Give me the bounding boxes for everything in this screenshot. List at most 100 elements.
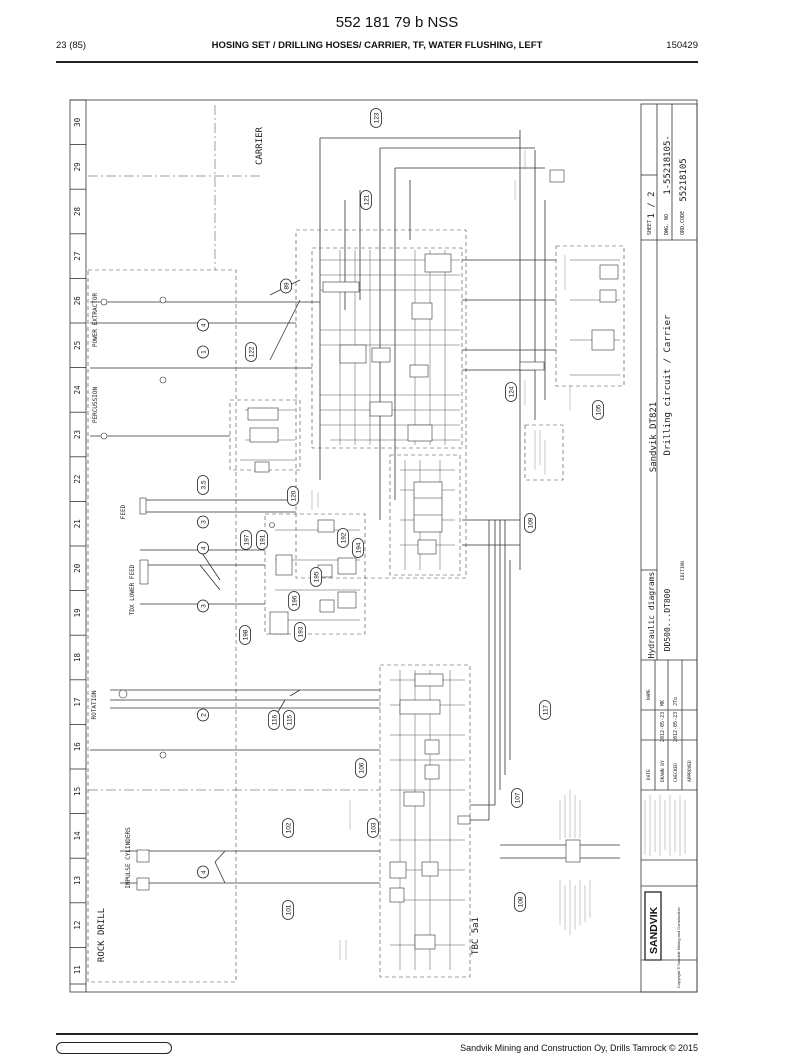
header-rule xyxy=(56,61,698,63)
hose-tag: 106 xyxy=(355,758,367,778)
column-number: 13 xyxy=(73,876,82,885)
column-number: 24 xyxy=(73,385,82,395)
hose-tag: 2 xyxy=(197,708,209,722)
sheet-value: 1 / 2 xyxy=(647,191,657,218)
column-number: 18 xyxy=(73,653,82,663)
column-number: 20 xyxy=(73,563,82,573)
hose-tag: 103 xyxy=(367,818,379,838)
hose-tag-label: 117 xyxy=(542,704,549,715)
checked-date: 2012-05-23 xyxy=(673,712,679,742)
hose-tag: 105 xyxy=(592,400,604,420)
diagram-category: Hydraulic diagrams xyxy=(647,571,656,658)
hose-tag-label: 3 xyxy=(200,520,207,524)
hose-tag-label: 4 xyxy=(200,546,207,550)
column-number: 29 xyxy=(73,162,82,171)
hose-tag: 89 xyxy=(280,278,292,294)
drawing-number: 1-55218105- xyxy=(663,135,673,195)
hose-tag-label: 109 xyxy=(527,517,534,528)
page-counter: 23 (85) xyxy=(56,40,87,51)
checked-caption: CHECKED xyxy=(673,763,679,782)
hose-tag-label: 124 xyxy=(508,386,515,397)
hose-tag-label: 3,5 xyxy=(200,480,207,489)
column-number: 17 xyxy=(73,698,82,707)
date-code: 150429 xyxy=(666,40,698,51)
tbc-label: TBC 5a1 xyxy=(471,917,481,955)
drawn-name: MK xyxy=(660,700,666,706)
hose-tag-label: 196 xyxy=(291,595,298,606)
product-series: DD500...DT800 xyxy=(663,589,672,652)
footer-company: Sandvik Mining and Construction Oy, Dril… xyxy=(460,1043,698,1053)
footer-rule xyxy=(56,1033,698,1035)
rock-drill-area xyxy=(87,269,237,983)
approved-caption: APPROVED xyxy=(687,760,693,782)
column-number: 15 xyxy=(73,787,82,796)
hose-tag: 197 xyxy=(240,530,252,550)
column-number: 11 xyxy=(73,965,82,974)
hose-tag: 3,5 xyxy=(197,475,209,495)
hose-tag-label: 105 xyxy=(595,404,602,415)
column-number: 26 xyxy=(73,296,82,306)
hose-tag-label: 89 xyxy=(283,282,290,290)
column-number: 23 xyxy=(73,430,82,439)
hose-tag: 108 xyxy=(514,892,526,912)
hose-tag: 1 xyxy=(197,345,209,359)
hose-tag: 109 xyxy=(524,513,536,533)
hose-tag-label: 4 xyxy=(200,870,207,874)
rotation-label: ROTATION xyxy=(91,690,98,719)
hose-tag: 3 xyxy=(197,599,209,613)
hose-tag: 101 xyxy=(282,900,294,920)
sheet-caption: SHEET xyxy=(647,220,653,235)
hose-tag: 117 xyxy=(539,700,551,720)
hose-tag-label: 123 xyxy=(373,112,380,123)
column-number: 25 xyxy=(73,341,82,350)
hose-tag: 194 xyxy=(352,538,364,558)
hose-tag-label: 102 xyxy=(285,822,292,833)
hose-tag: 193 xyxy=(294,622,306,642)
hose-tag: 4 xyxy=(197,865,209,879)
title-block: SHEET 1 / 2 DWG. NO 1-55218105- ORD.CODE… xyxy=(640,103,698,993)
hose-tag-label: 191 xyxy=(259,534,266,545)
section-labels: CARRIER ROCK DRILL TBC 5a1 POWER EXTRACT… xyxy=(91,126,481,962)
page-title: HOSING SET / DRILLING HOSES/ CARRIER, TF… xyxy=(211,40,543,51)
carrier-valve-block xyxy=(295,229,467,579)
hose-tag: 191 xyxy=(256,530,268,550)
column-number: 14 xyxy=(73,831,82,841)
drawn-by-caption: DRAWN BY xyxy=(660,760,666,782)
column-number: 27 xyxy=(73,252,82,261)
column-number: 12 xyxy=(73,921,82,930)
hose-tag-label: 4 xyxy=(200,323,207,327)
hose-tag: 121 xyxy=(360,190,372,210)
copyright-text: Copyright © Sandvik Mining and Construct… xyxy=(676,907,681,988)
column-number: 22 xyxy=(73,475,82,484)
feed-label: FEED xyxy=(120,504,127,519)
carrier-label: CARRIER xyxy=(255,126,265,165)
order-caption: ORD.CODE xyxy=(680,211,686,235)
product-name: Sandvik DT821 xyxy=(649,402,659,472)
hose-tag: 192 xyxy=(337,528,349,548)
hose-tag: 102 xyxy=(282,818,294,838)
hose-tag-label: 195 xyxy=(313,571,320,582)
hose-tag: 195 xyxy=(310,567,322,587)
hose-tag-label: 193 xyxy=(297,626,304,637)
rock-drill-label: ROCK DRILL xyxy=(97,908,107,962)
sandvik-logo-text: SANDVIK xyxy=(648,906,660,954)
document-number: 552 181 79 b NSS xyxy=(335,14,459,31)
column-number: 30 xyxy=(73,117,82,127)
impulse-cylinders-label: IMPULSE CYLINDERS xyxy=(125,827,132,889)
hose-tag: 107 xyxy=(511,788,523,808)
hose-tag-label: 122 xyxy=(248,346,255,357)
footer-logo xyxy=(56,1042,172,1054)
hose-tag-label: 108 xyxy=(517,896,524,907)
column-number: 16 xyxy=(73,742,82,752)
hose-tag-label: 197 xyxy=(243,534,250,545)
power-extractor-label: POWER EXTRACTOR xyxy=(92,293,99,348)
hose-tag: 123 xyxy=(370,108,382,128)
hose-tag-label: 106 xyxy=(358,762,365,773)
hose-tag-label: 2 xyxy=(200,713,207,717)
hose-tag: 116 xyxy=(268,710,280,730)
column-number: 21 xyxy=(73,519,82,528)
hose-tag-label: 116 xyxy=(271,714,278,725)
drawn-date: 2012-05-23 xyxy=(660,712,666,742)
